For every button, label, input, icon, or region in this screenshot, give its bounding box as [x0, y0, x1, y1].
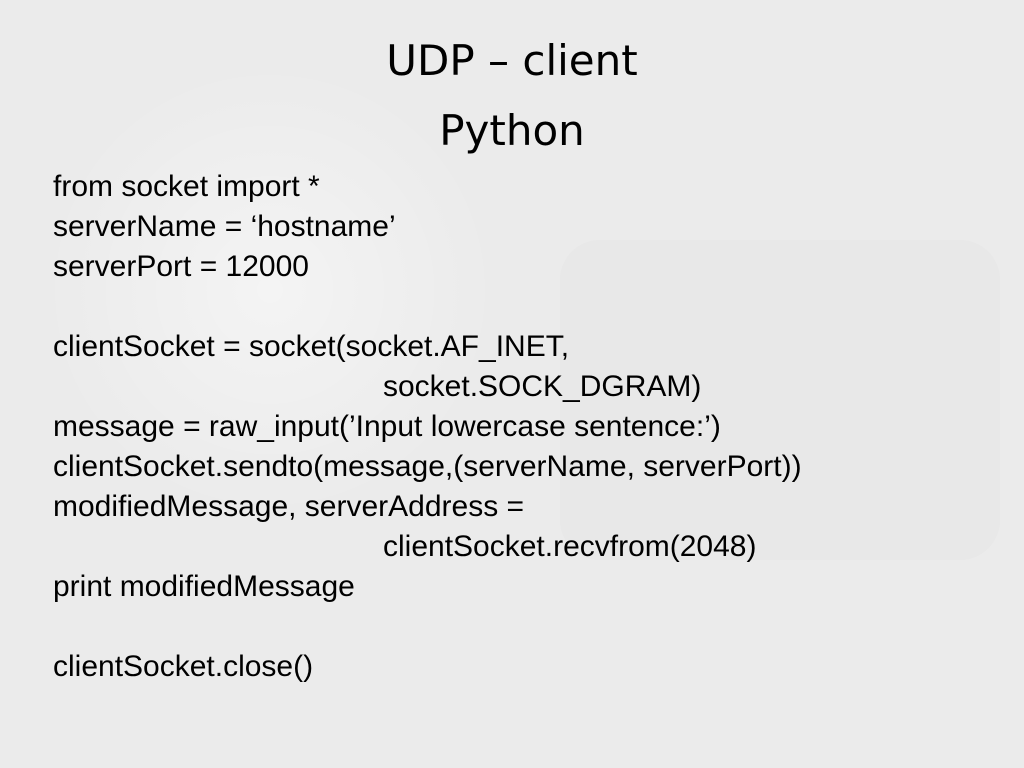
code-line-sendto: clientSocket.sendto(message,(serverName,… [53, 450, 802, 483]
code-line-socket-create: clientSocket = socket(socket.AF_INET, [53, 330, 570, 363]
code-line-message-input: message = raw_input(’Input lowercase sen… [53, 410, 721, 443]
code-line-modified-message: modifiedMessage, serverAddress = [53, 490, 525, 523]
code-line-blank [53, 287, 1013, 327]
slide-subtitle: Python [439, 106, 585, 155]
code-line-blank-2 [53, 607, 1013, 647]
code-line-print: print modifiedMessage [53, 570, 355, 603]
code-line-recvfrom: clientSocket.recvfrom(2048) [383, 530, 757, 563]
code-line-import: from socket import * [53, 170, 320, 203]
slide-title: UDP – client [386, 36, 638, 85]
code-block: from socket import * serverName = ‘hostn… [53, 167, 1013, 687]
code-line-server-name: serverName = ‘hostname’ [53, 210, 396, 243]
code-line-close: clientSocket.close() [53, 650, 314, 683]
code-line-server-port: serverPort = 12000 [53, 250, 309, 283]
code-line-socket-type: socket.SOCK_DGRAM) [383, 370, 702, 403]
